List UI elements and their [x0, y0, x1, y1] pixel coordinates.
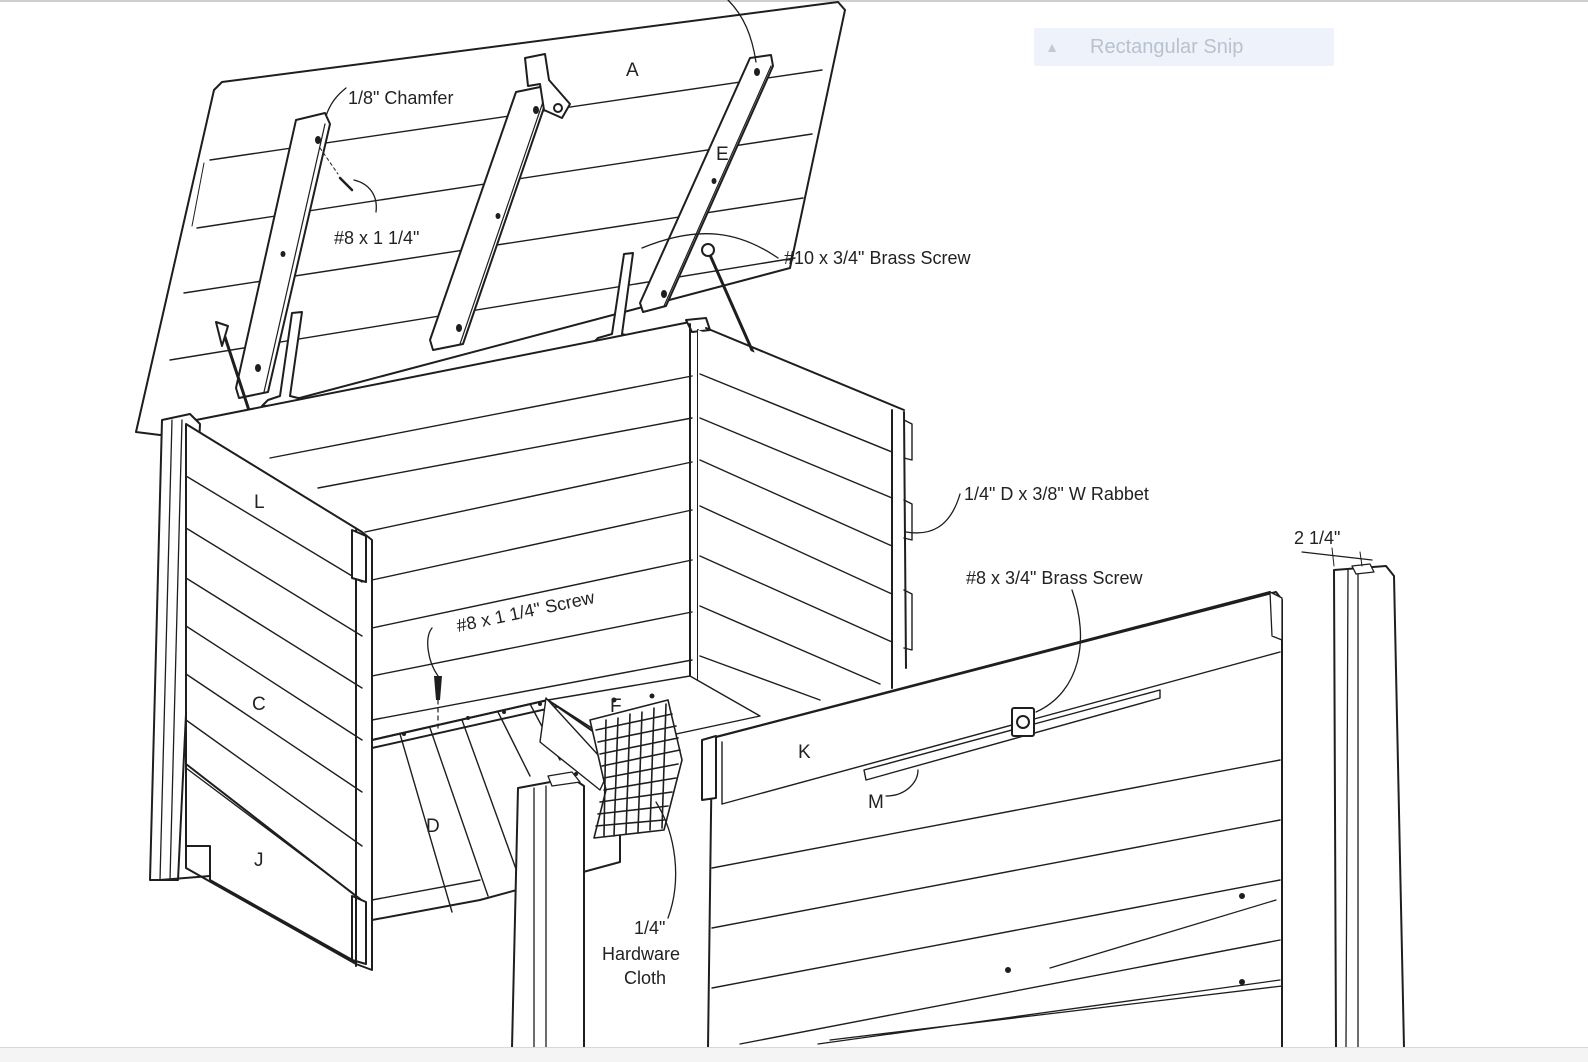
- callout-brass-screw-8: #8 x 3/4" Brass Screw: [966, 568, 1143, 588]
- part-label-j: J: [254, 850, 264, 871]
- snip-mode-label: Rectangular Snip: [1090, 35, 1244, 58]
- callout-cloth-size: 1/4": [634, 918, 665, 938]
- callout-cloth-line2: Cloth: [624, 968, 666, 988]
- callout-rabbet: 1/4" D x 3/8" W Rabbet: [964, 484, 1149, 504]
- part-label-k: K: [798, 742, 811, 763]
- hasp-hardware: [524, 53, 571, 119]
- part-label-a: A: [626, 60, 639, 81]
- callout-cloth-line1: Hardware: [602, 944, 680, 964]
- right-side-wall: [698, 327, 913, 701]
- bottom-scrollbar[interactable]: [0, 1047, 1588, 1062]
- callout-lid-screw: #8 x 1 1/4": [334, 228, 419, 248]
- part-label-e: E: [716, 144, 729, 165]
- window-top-border: [0, 0, 1588, 2]
- part-label-m: M: [868, 792, 884, 813]
- rabbet-notch: [903, 419, 913, 651]
- callout-chamfer: 1/8" Chamfer: [348, 88, 453, 108]
- left-side-wall: [149, 413, 373, 971]
- rectangular-snip-toolbar[interactable]: ▲ Rectangular Snip: [1034, 28, 1334, 66]
- part-label-f: F: [610, 696, 622, 717]
- cleat-right: [639, 54, 774, 313]
- part-label-l: L: [254, 492, 265, 513]
- front-left-post: [511, 771, 585, 1049]
- hardware-cloth-mesh: [589, 699, 683, 839]
- handle-plate: [1011, 707, 1035, 737]
- part-label-d: D: [426, 816, 440, 837]
- lid-assembly: [135, 1, 846, 452]
- callout-post-width: 2 1/4": [1294, 528, 1340, 548]
- chevron-up-icon[interactable]: ▲: [1045, 39, 1059, 55]
- callout-brass-screw-10: #10 x 3/4" Brass Screw: [784, 248, 971, 268]
- leader-lines: [325, 0, 1082, 919]
- lid-screw: [338, 176, 354, 192]
- front-right-post: [1301, 547, 1405, 1049]
- front-panel: [402, 591, 1283, 1049]
- part-label-c: C: [252, 694, 266, 715]
